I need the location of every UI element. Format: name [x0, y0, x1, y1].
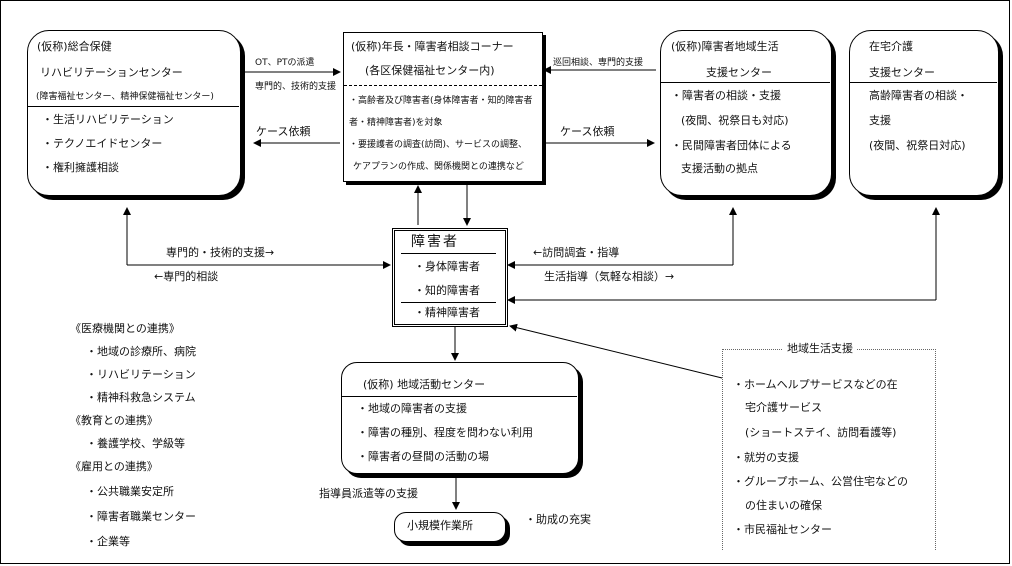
life-divider — [661, 82, 830, 83]
home-item: 高齢障害者の相談・ — [869, 89, 968, 102]
label-tech-consult: ←専門的相談 — [154, 270, 219, 283]
employment-item: ・企業等 — [86, 535, 130, 548]
employment-item: ・公共職業安定所 — [86, 485, 174, 498]
center-item: ・身体障害者 — [414, 260, 480, 273]
label-visit-guidance: ←訪問調査・指導 — [533, 246, 620, 259]
consult-item: ケアプランの作成、関係機関との連携など — [353, 162, 524, 172]
home-item: (夜間、祝祭日対応) — [869, 139, 966, 152]
activity-item: ・地域の障害者の支援 — [357, 402, 467, 415]
consult-title-2: (各区保健福祉センター内) — [365, 64, 495, 77]
center-title-underline — [401, 253, 496, 254]
community-item: ・グループホーム、公営住宅などの — [733, 475, 909, 488]
consult-item: ・要援護者の調査(訪問)、サービスの調整、 — [349, 140, 528, 150]
life-item: ・民間障害者団体による — [671, 139, 792, 152]
community-heading: 地域生活支援 — [783, 342, 857, 356]
activity-item: ・障害の種別、程度を問わない利用 — [357, 426, 533, 439]
label-ot-pt: OT、PTの派遣 — [255, 58, 315, 68]
label-case-right: ケース依頼 — [560, 125, 615, 138]
employment-heading: 《雇用との連携》 — [70, 460, 158, 473]
label-subsidy: ・助成の充実 — [525, 513, 591, 526]
community-item: 宅介護サービス — [745, 401, 822, 414]
consult-divider — [344, 85, 542, 86]
education-item: ・養護学校、学級等 — [86, 437, 185, 450]
employment-item: ・障害者職業センター — [86, 510, 196, 523]
life-title-1: (仮称)障害者地域生活 — [671, 40, 779, 53]
disabled-persons-box — [392, 228, 508, 327]
consult-item: 者・精神障害者)を対象 — [349, 118, 443, 128]
label-expert-support: 専門的、技術的支援 — [255, 82, 337, 92]
rehab-center-box — [27, 30, 241, 196]
medical-item: ・精神科救急システム — [86, 391, 196, 404]
consult-corner-box — [343, 32, 543, 182]
home-care-box — [849, 30, 999, 196]
life-title-2: 支援センター — [706, 66, 772, 79]
center-title: 障害者 — [411, 234, 459, 250]
medical-item: ・地域の診療所、病院 — [86, 345, 196, 358]
center-item-underline — [401, 302, 496, 303]
life-item: 支援活動の拠点 — [681, 162, 758, 175]
label-life-guidance: 生活指導（気軽な相談）→ — [544, 270, 675, 283]
rehab-item: ・生活リハビリテーション — [42, 113, 174, 126]
label-tech-support: 専門的・技術的支援→ — [166, 246, 275, 259]
rehab-divider — [28, 106, 239, 107]
rehab-title-1: (仮称)総合保健 — [37, 40, 112, 53]
center-item: ・精神障害者 — [414, 306, 480, 319]
home-title-2: 支援センター — [869, 66, 935, 79]
community-item: ・市民福祉センター — [733, 523, 832, 536]
community-item: (ショートステイ、訪問看護等) — [745, 426, 897, 439]
rehab-item: ・テクノエイドセンター — [42, 137, 163, 150]
label-dispatch: 指導員派遣等の支援 — [319, 487, 418, 500]
life-item: (夜間、祝祭日も対応) — [681, 114, 789, 127]
life-support-box — [660, 30, 832, 196]
center-item: ・知的障害者 — [414, 284, 480, 297]
medical-item: ・リハビリテーション — [86, 368, 196, 381]
workshop-box — [394, 512, 506, 542]
education-heading: 《教育との連携》 — [70, 414, 158, 427]
activity-center-box — [341, 362, 579, 474]
rehab-title-3: (障害福祉センター、精神保健福祉センター) — [36, 92, 214, 102]
rehab-title-2: リハビリテーションセンター — [40, 66, 183, 79]
workshop-title: 小規模作業所 — [407, 519, 473, 532]
home-title-1: 在宅介護 — [869, 40, 913, 53]
community-item: ・就労の支援 — [733, 451, 799, 464]
consult-item: ・高齢者及び障害者(身体障害者・知的障害者 — [349, 96, 533, 106]
activity-item: ・障害者の昼間の活動の場 — [357, 450, 489, 463]
activity-divider — [342, 396, 577, 397]
activity-title: (仮称) 地域活動センター — [363, 378, 486, 391]
rehab-item: ・権利擁護相談 — [42, 161, 119, 174]
life-item: ・障害者の相談・支援 — [671, 89, 781, 102]
consult-title-1: (仮称)年長・障害者相談コーナー — [351, 40, 514, 53]
home-divider — [850, 82, 997, 83]
home-item: 支援 — [869, 114, 891, 127]
label-case-left: ケース依頼 — [256, 125, 311, 138]
community-item: の住まいの確保 — [745, 499, 822, 512]
community-item: ・ホームヘルプサービスなどの在 — [733, 378, 898, 391]
arrow-community — [509, 323, 723, 379]
label-patrol: 巡回相談、専門的支援 — [553, 58, 644, 68]
medical-heading: 《医療機関との連携》 — [70, 322, 180, 335]
